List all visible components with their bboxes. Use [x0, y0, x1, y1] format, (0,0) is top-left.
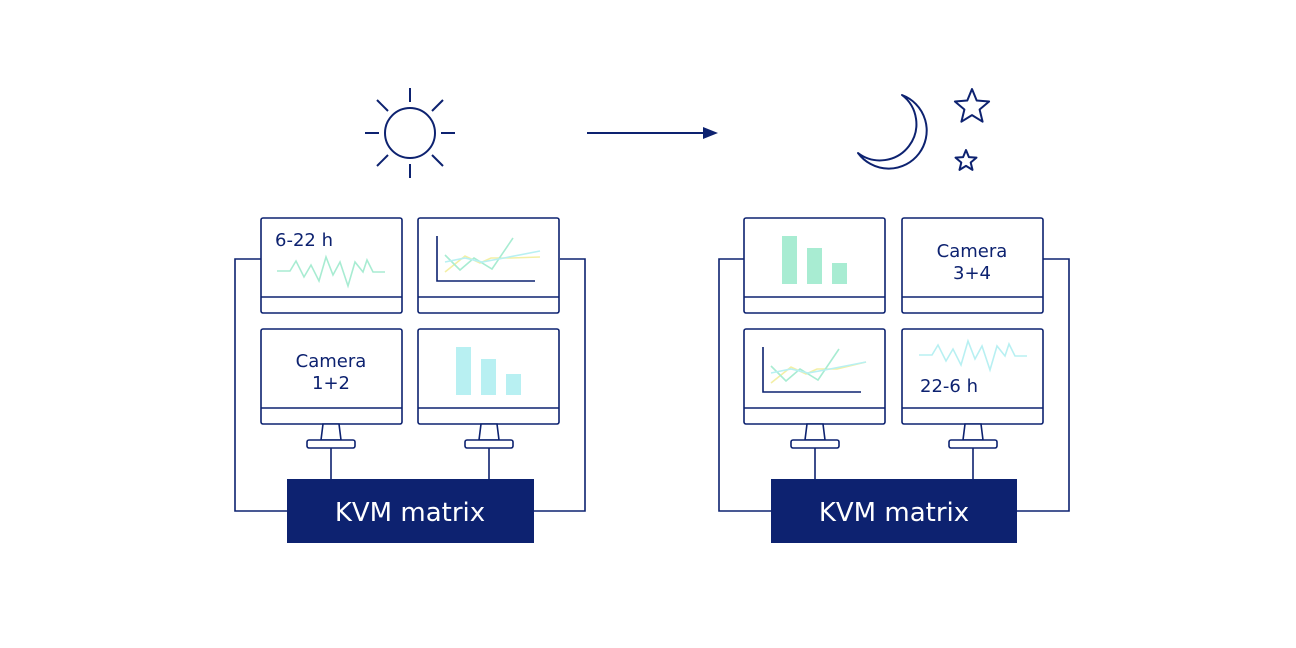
- kvm-matrix-box: KVM matrix: [771, 479, 1017, 543]
- night-setup: Camera 3+4 22-6 h: [718, 217, 1070, 543]
- monitor-22-6h: 22-6 h: [901, 328, 1044, 449]
- camera-label: Camera: [937, 241, 1008, 262]
- kvm-label: KVM matrix: [819, 498, 969, 528]
- camera-number: 1+2: [312, 373, 350, 394]
- monitor-camera-3-4: Camera 3+4: [901, 217, 1044, 314]
- monitor-stand: [790, 423, 840, 449]
- star-icon: [954, 149, 978, 171]
- monitor-stand: [306, 423, 356, 449]
- monitor-6-22h: 6-22 h: [260, 217, 403, 314]
- line-graph: [277, 254, 385, 289]
- sun-icon: [365, 88, 455, 178]
- line-chart: [762, 347, 867, 393]
- bar-chart: [456, 347, 521, 395]
- monitor-camera-1-2: Camera 1+2: [260, 328, 403, 449]
- camera-label: Camera: [296, 351, 367, 372]
- arrow-right-icon: [587, 127, 718, 139]
- kvm-label: KVM matrix: [335, 498, 485, 528]
- cable: [234, 258, 586, 512]
- day-setup: 6-22 h Camera 1+2: [234, 217, 586, 543]
- line-chart: [436, 236, 541, 282]
- crescent-moon-icon: [857, 94, 928, 170]
- star-icon: [953, 88, 991, 123]
- cable: [718, 258, 1070, 512]
- bar-chart: [782, 236, 847, 284]
- monitor-bar-chart: [417, 328, 560, 449]
- monitor-bar-chart: [743, 217, 886, 314]
- kvm-matrix-box: KVM matrix: [287, 479, 534, 543]
- camera-number: 3+4: [953, 263, 991, 284]
- monitor-stand: [948, 423, 998, 449]
- monitor-stand: [464, 423, 514, 449]
- timeslot-label: 6-22 h: [275, 230, 333, 251]
- monitor-line-chart: [417, 217, 560, 314]
- timeslot-label: 22-6 h: [920, 376, 978, 397]
- monitor-line-chart: [743, 328, 886, 449]
- line-graph: [919, 338, 1027, 373]
